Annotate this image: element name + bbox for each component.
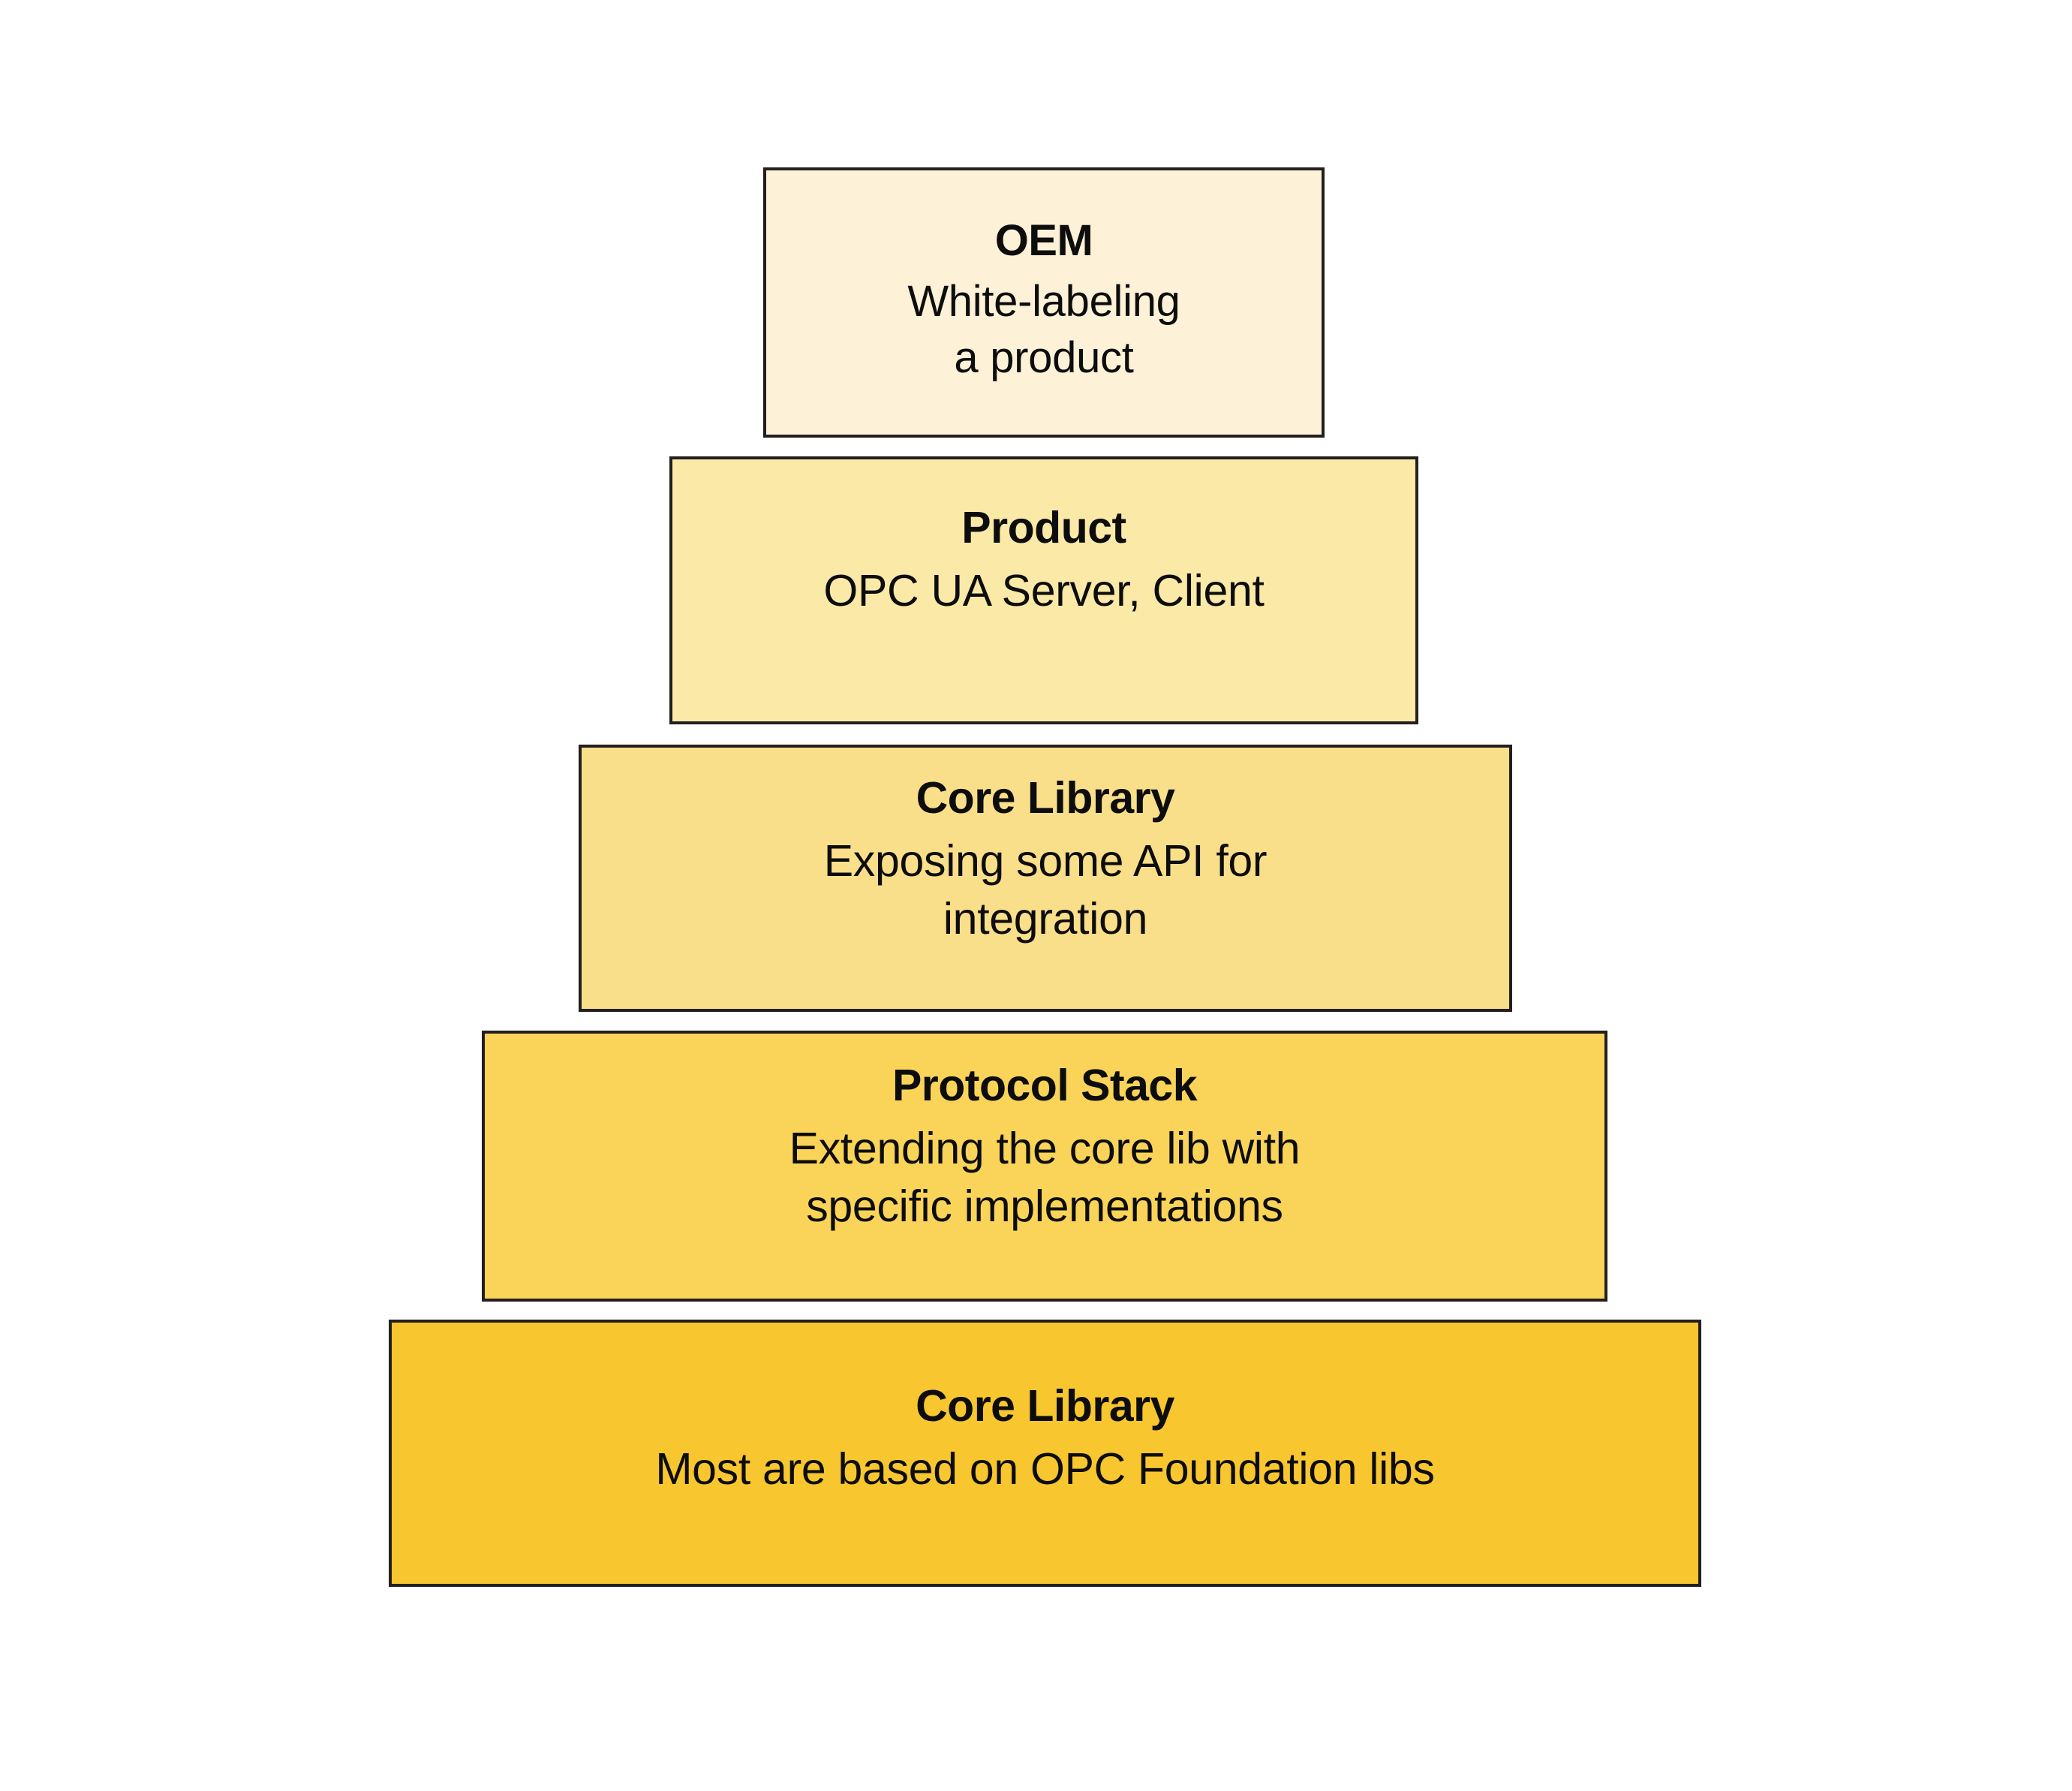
pyramid-layer-product[interactable]: Product OPC UA Server, Client	[669, 456, 1418, 724]
pyramid-layer-product-title: Product	[961, 503, 1126, 552]
pyramid-layer-product-description: OPC UA Server, Client	[823, 566, 1265, 616]
pyramid-layer-protocol-stack-title: Protocol Stack	[892, 1061, 1198, 1110]
pyramid-layer-core-library-api-title: Core Library	[916, 773, 1175, 823]
pyramid-layer-oem-title: OEM	[994, 215, 1093, 265]
pyramid-layer-oem[interactable]: OEM White-labeling a product	[763, 167, 1325, 438]
pyramid-layer-protocol-stack-description: Extending the core lib with specific imp…	[789, 1124, 1301, 1231]
pyramid-layer-core-library-api-description: Exposing some API for integration	[823, 836, 1268, 944]
pyramid-layer-core-library-base-title: Core Library	[916, 1381, 1174, 1431]
pyramid-layer-oem-description: White-labeling a product	[907, 276, 1180, 382]
pyramid-layer-core-library-base-description: Most are based on OPC Foundation libs	[655, 1444, 1435, 1494]
pyramid-layer-protocol-stack[interactable]: Protocol Stack Extending the core lib wi…	[482, 1031, 1607, 1302]
pyramid-layer-core-library-api[interactable]: Core Library Exposing some API for integ…	[579, 745, 1512, 1012]
pyramid-layer-core-library-base[interactable]: Core Library Most are based on OPC Found…	[389, 1320, 1701, 1587]
